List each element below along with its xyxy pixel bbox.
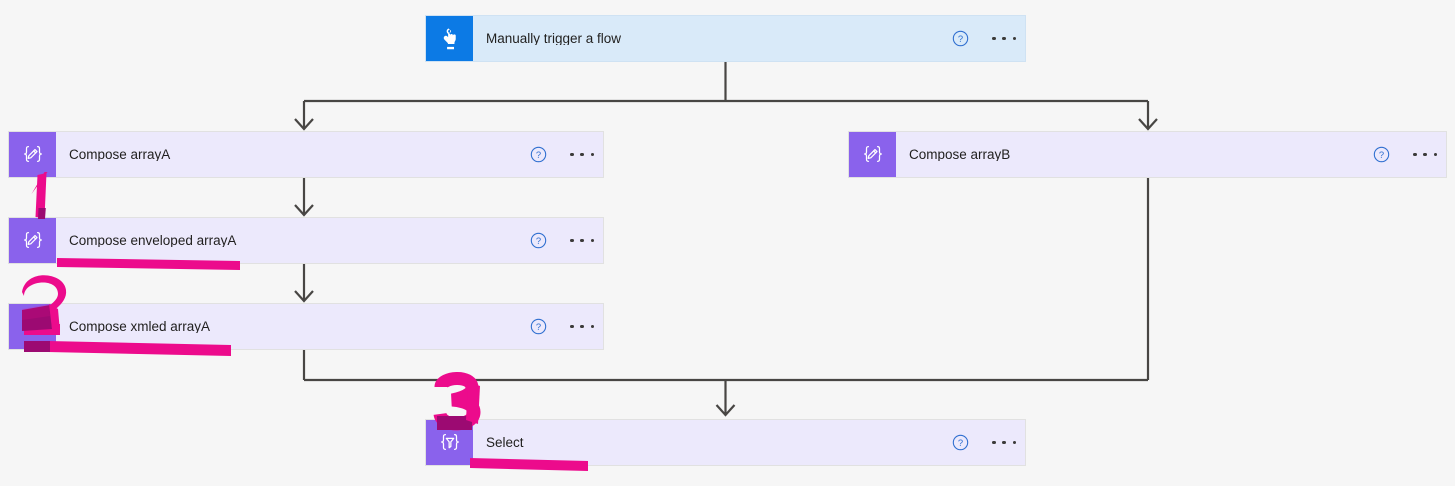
more-commands-icon[interactable] xyxy=(991,30,1017,47)
more-commands-icon[interactable] xyxy=(569,318,595,335)
node-actions: ? xyxy=(952,434,1017,451)
node-body: Compose enveloped arrayA ? xyxy=(56,218,603,263)
more-commands-icon[interactable] xyxy=(569,232,595,249)
node-actions: ? xyxy=(530,146,595,163)
select-filter-icon xyxy=(426,420,473,465)
node-actions: ? xyxy=(530,318,595,335)
node-actions: ? xyxy=(1373,146,1438,163)
node-title: Compose enveloped arrayA xyxy=(69,233,237,248)
arrowhead-compose-a xyxy=(294,118,314,131)
help-icon[interactable]: ? xyxy=(530,232,547,249)
node-title: Select xyxy=(486,435,524,450)
help-icon[interactable]: ? xyxy=(530,146,547,163)
flow-node-compose-enveloped-arraya[interactable]: Compose enveloped arrayA ? xyxy=(8,217,604,264)
help-icon[interactable]: ? xyxy=(952,30,969,47)
annotation-number-1 xyxy=(31,172,48,219)
svg-text:?: ? xyxy=(958,438,963,449)
flow-node-compose-xmled-arraya[interactable]: Compose xmled arrayA ? xyxy=(8,303,604,350)
more-commands-icon[interactable] xyxy=(991,434,1017,451)
flow-node-compose-arraya[interactable]: Compose arrayA ? xyxy=(8,131,604,178)
help-icon[interactable]: ? xyxy=(952,434,969,451)
node-body: Manually trigger a flow ? xyxy=(473,16,1025,61)
flow-node-select[interactable]: Select ? xyxy=(425,419,1026,466)
node-title: Compose arrayA xyxy=(69,147,171,162)
node-title: Manually trigger a flow xyxy=(486,31,622,46)
node-body: Select ? xyxy=(473,420,1025,465)
node-actions: ? xyxy=(530,232,595,249)
compose-icon xyxy=(9,218,56,263)
compose-icon xyxy=(9,132,56,177)
compose-icon xyxy=(9,304,56,349)
node-title: Compose arrayB xyxy=(909,147,1011,162)
node-body: Compose arrayA ? xyxy=(56,132,603,177)
svg-text:?: ? xyxy=(536,322,541,333)
svg-text:?: ? xyxy=(536,150,541,161)
svg-text:?: ? xyxy=(958,34,963,45)
help-icon[interactable]: ? xyxy=(1373,146,1390,163)
svg-text:?: ? xyxy=(1379,150,1384,161)
node-body: Compose arrayB ? xyxy=(896,132,1446,177)
compose-icon xyxy=(849,132,896,177)
arrowhead-xmled xyxy=(294,290,314,303)
arrowhead-select xyxy=(715,404,736,417)
arrowhead-enveloped xyxy=(294,204,314,217)
help-icon[interactable]: ? xyxy=(530,318,547,335)
svg-text:?: ? xyxy=(536,236,541,247)
more-commands-icon[interactable] xyxy=(1412,146,1438,163)
more-commands-icon[interactable] xyxy=(569,146,595,163)
arrowhead-compose-b xyxy=(1138,118,1158,131)
node-title: Compose xmled arrayA xyxy=(69,319,211,334)
flow-node-compose-arrayb[interactable]: Compose arrayB ? xyxy=(848,131,1447,178)
node-body: Compose xmled arrayA ? xyxy=(56,304,603,349)
hand-tap-icon xyxy=(426,16,473,61)
flow-node-manually-trigger-a-flow[interactable]: Manually trigger a flow ? xyxy=(425,15,1026,62)
node-actions: ? xyxy=(952,30,1017,47)
